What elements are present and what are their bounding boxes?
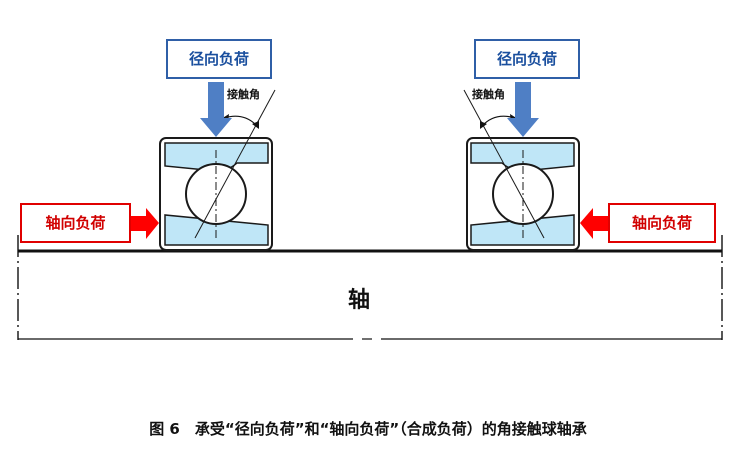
bearing-left [159,89,276,251]
contact-angle-label-right: 接触角 [472,88,505,101]
contact-angle-label-left: 接触角 [227,88,260,101]
bearing-right [463,89,580,251]
radial-arrow-left [200,82,232,137]
axial-arrow-left [131,208,159,239]
shaft-label: 轴 [348,288,371,313]
axial-arrow-right [580,208,608,239]
axial-load-label-right: 轴向负荷 [608,203,716,243]
radial-load-label-left: 径向负荷 [166,39,272,79]
radial-load-label-right: 径向负荷 [474,39,580,79]
axial-load-label-left: 轴向负荷 [20,203,131,243]
shaft [17,235,723,340]
figure-caption: 图 6 承受“径向负荷”和“轴向负荷”（合成负荷）的角接触球轴承 [149,420,587,438]
radial-arrow-right [507,82,539,137]
